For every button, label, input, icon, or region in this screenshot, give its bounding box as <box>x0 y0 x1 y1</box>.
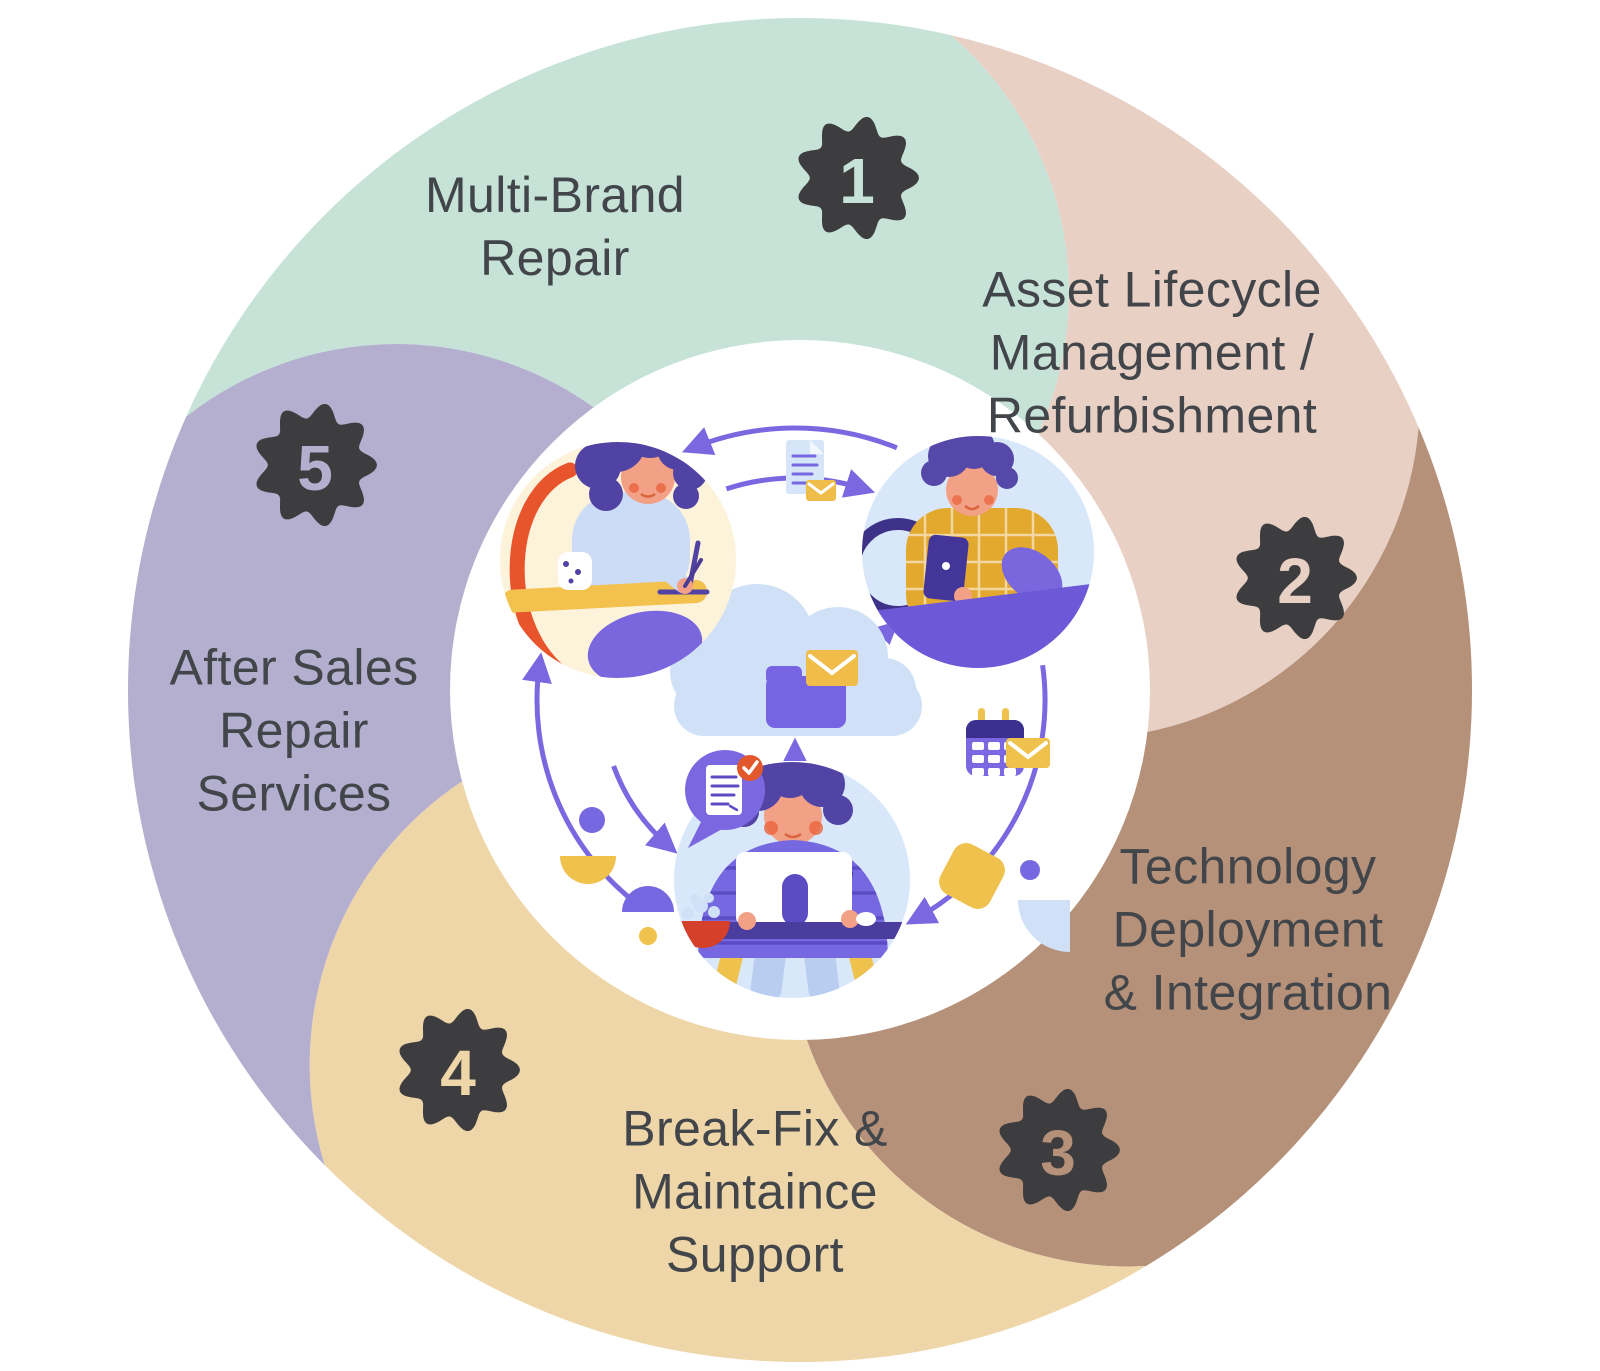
label-line: Support <box>666 1226 844 1283</box>
woman-writing-at-desk-icon <box>500 442 736 678</box>
section-label-after-sales: After Sales Repair Services <box>170 637 419 826</box>
badge-3: 3 <box>999 1089 1120 1211</box>
label-line: Asset Lifecycle <box>982 261 1322 318</box>
section-break-fix <box>309 780 1147 1363</box>
section-label-technology-deployment: Technology Deployment & Integration <box>1104 836 1393 1025</box>
label-line: & Integration <box>1103 964 1393 1021</box>
section-label-multi-brand-repair: Multi-Brand Repair <box>425 164 685 290</box>
label-line: Break-Fix & <box>622 1100 888 1157</box>
label-line: Technology <box>1119 838 1377 895</box>
badge-number: 2 <box>1277 545 1313 617</box>
label-line: Multi-Brand <box>424 167 686 223</box>
seal-badge-icon <box>798 117 919 239</box>
badge-number: 5 <box>297 432 333 504</box>
badge-4: 4 <box>399 1009 520 1131</box>
approved-document-icon <box>685 750 765 848</box>
label-line: After Sales <box>169 639 419 696</box>
decor-shapes-right <box>939 843 1070 952</box>
cloud-storage-icon <box>670 584 922 736</box>
section-multi-brand-repair <box>186 17 1069 436</box>
badge-number: 1 <box>839 145 875 217</box>
label-line: Deployment <box>1112 901 1384 958</box>
man-holding-tablet-icon <box>862 436 1094 668</box>
badge-number: 3 <box>1040 1117 1076 1189</box>
label-line: Repair <box>480 230 630 286</box>
seal-badge-icon <box>256 404 377 526</box>
seal-badge-icon <box>999 1089 1120 1211</box>
badge-1: 1 <box>798 117 919 239</box>
calendar-icon <box>966 708 1050 776</box>
mail-envelope-icon <box>806 650 858 686</box>
label-line: Management / <box>989 324 1315 381</box>
curly-hair <box>921 436 1018 489</box>
label-line: Repair <box>219 702 369 759</box>
section-technology-deployment <box>806 427 1473 1267</box>
label-line: Refurbishment <box>986 387 1318 444</box>
section-label-break-fix: Break-Fix & Maintaince Support <box>622 1098 888 1287</box>
document-icon <box>786 440 836 501</box>
label-line: Services <box>196 765 392 822</box>
decor-shapes-left <box>560 807 674 945</box>
folder-icon <box>766 666 846 728</box>
seal-badge-icon <box>399 1009 520 1131</box>
badge-5: 5 <box>256 404 377 526</box>
badge-2: 2 <box>1236 517 1357 639</box>
seal-badge-icon <box>1236 517 1357 639</box>
badge-number: 4 <box>440 1037 476 1109</box>
section-after-sales <box>127 344 596 1166</box>
label-line: Maintaince <box>632 1163 878 1220</box>
section-label-asset-lifecycle: Asset Lifecycle Management / Refurbishme… <box>982 259 1321 448</box>
